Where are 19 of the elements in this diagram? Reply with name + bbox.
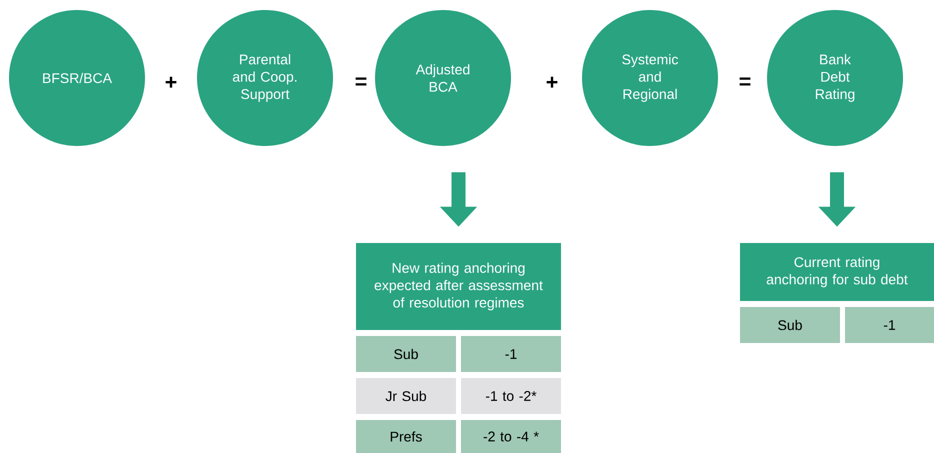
- header-box: Current rating anchoring for sub debt: [740, 243, 934, 301]
- operator-sign: =: [356, 77, 366, 86]
- table-cell: -1: [461, 336, 561, 372]
- table-cell: Sub: [356, 336, 456, 372]
- circle-node: Adjusted BCA: [375, 10, 511, 146]
- table-cell: Jr Sub: [356, 378, 456, 414]
- operator-sign: +: [546, 76, 558, 88]
- header-box: New rating anchoring expected after assessment of resolution regimes: [356, 243, 561, 330]
- operator-sign: =: [740, 77, 750, 86]
- circle-node: Systemic and Regional: [582, 10, 718, 146]
- table-cell: -2 to -4 *: [461, 420, 561, 453]
- operator-sign: +: [166, 76, 176, 88]
- table-cell: Prefs: [356, 420, 456, 453]
- table-cell: Sub: [740, 307, 840, 343]
- table-cell: -1: [845, 307, 934, 343]
- circle-node: Bank Debt Rating: [767, 10, 903, 146]
- circle-node: Parental and Coop. Support: [197, 10, 333, 146]
- circle-node: BFSR/BCA: [9, 10, 145, 146]
- table-cell: -1 to -2*: [461, 378, 561, 414]
